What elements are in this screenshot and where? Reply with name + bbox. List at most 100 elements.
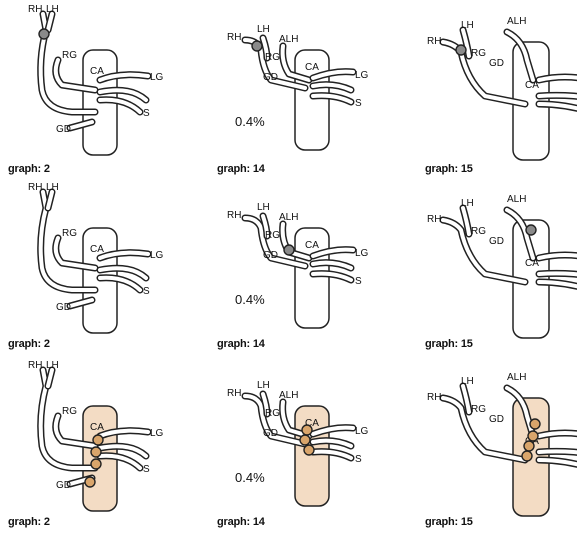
label-gd: GD [263,72,278,83]
label-rg: RG [62,228,77,239]
label-lh: LH [461,376,474,387]
caption-r3-c3: graph: 15 [425,516,473,528]
percent-label: 0.4% [235,470,265,485]
cell-r1-c2: RHLHALHRGGDCALGS0.4% graph: 14 [205,0,397,178]
node-hepatic [252,41,262,51]
caption-r1-c3: graph: 15 [425,163,473,175]
label-rg: RG [471,48,486,59]
label-rg: RG [62,50,77,61]
percent-label: 0.4% [235,114,265,129]
cell-r2-c2: RHLHALHRGGDCALGS0.4% graph: 14 [205,178,397,356]
label-rh: RH [427,392,441,403]
label-alh: ALH [279,34,298,45]
node-ca-1 [530,419,540,429]
label-lg: LG [355,70,369,81]
label-lh: LH [257,24,270,35]
label-lh: LH [257,380,270,391]
label-lh: LH [257,202,270,213]
label-s: S [355,454,362,465]
node-ca-4 [522,451,532,461]
caption-r2-c2: graph: 14 [217,338,265,350]
label-s: S [355,276,362,287]
label-ca: CA [305,62,319,73]
caption-r1-c2: graph: 14 [217,163,265,175]
label-ca: CA [525,80,539,91]
label-rg: RG [265,408,280,419]
node-ca-2 [91,447,101,457]
caption-r2-c1: graph: 2 [8,338,50,350]
label-gd: GD [263,250,278,261]
node-ca-3 [304,445,314,455]
label-s: S [143,286,150,297]
label-s: S [143,108,150,119]
label-lh: LH [461,198,474,209]
label-lh: LH [46,4,59,15]
diagram-r2-c3: RH LH ALH RGGD CA [415,178,577,356]
label-s: S [143,464,150,475]
label-alh: ALH [279,390,298,401]
caption-r3-c1: graph: 2 [8,516,50,528]
caption-r2-c3: graph: 15 [425,338,473,350]
label-alh: ALH [507,16,526,27]
percent-label: 0.4% [235,292,265,307]
node-hepatic [39,29,49,39]
label-rh: RH [227,388,241,399]
label-lh: LH [461,20,474,31]
label-rg: RG [471,404,486,415]
label-rg: RG [265,52,280,63]
label-rg: RG [265,230,280,241]
label-ca: CA [525,258,539,269]
label-lh: LH [46,360,59,371]
node-alh [526,225,536,235]
label-s: S [355,98,362,109]
diagram-r3-c1: RHLHRGCALGSGD [0,356,192,534]
label-ca: CA [90,244,104,255]
label-alh: ALH [507,194,526,205]
label-lh: LH [46,182,59,193]
label-lg: LG [150,250,164,261]
label-rh: RH [427,36,441,47]
node-gd [85,477,95,487]
node-ca-3 [524,441,534,451]
diagram-r2-c2: RHLHALHRGGDCALGS0.4% [205,178,397,356]
label-lg: LG [150,72,164,83]
node-ca-3 [91,459,101,469]
label-rh: RH [28,360,42,371]
node-ca-2 [528,431,538,441]
label-rh: RH [227,210,241,221]
label-gd: GD [56,480,71,491]
cell-r3-c3: RHLHALHRGGDCA graph: 15 [415,356,577,534]
node-ca-2 [300,435,310,445]
label-ca: CA [90,422,104,433]
label-lg: LG [355,426,369,437]
label-rh: RH [427,214,441,225]
label-gd: GD [489,58,504,69]
node-ca-1 [302,425,312,435]
label-ca: CA [90,66,104,77]
node-gd [284,245,294,255]
label-gd: GD [489,414,504,425]
caption-r3-c2: graph: 14 [217,516,265,528]
node-ca-1 [93,435,103,445]
caption-r1-c1: graph: 2 [8,163,50,175]
label-rh: RH [28,182,42,193]
label-lg: LG [150,428,164,439]
label-gd: GD [56,124,71,135]
label-gd: GD [489,236,504,247]
label-rg: RG [471,226,486,237]
label-gd: GD [263,428,278,439]
label-alh: ALH [507,372,526,383]
label-lg: LG [355,248,369,259]
diagram-r2-c1: RHLHRGCALGSGD [0,178,192,356]
